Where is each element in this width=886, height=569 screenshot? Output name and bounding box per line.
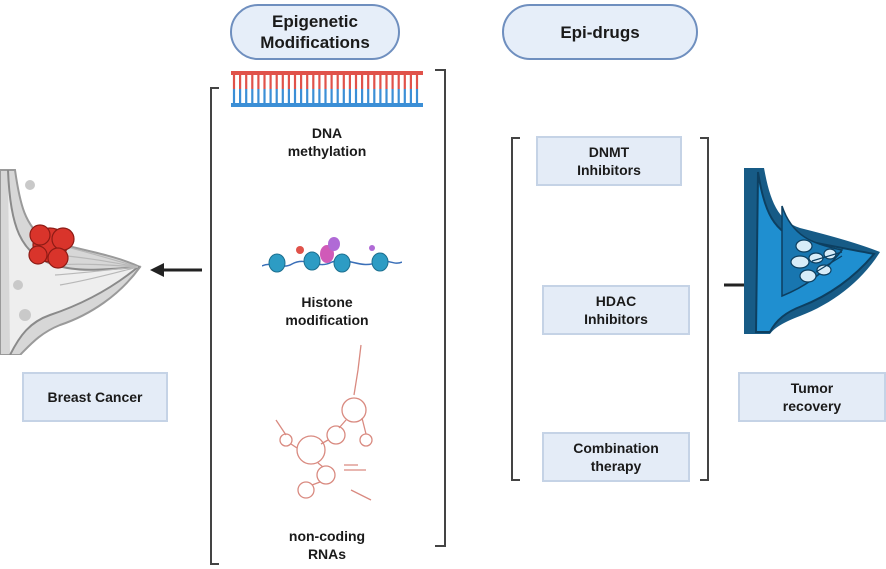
- histone-modification-label: Histone modification: [285, 294, 369, 328]
- rna-structure-icon: [275, 344, 373, 501]
- nucleosome-icon: [262, 237, 402, 273]
- left-arrow-icon: [150, 263, 202, 277]
- tumor-icon: [28, 224, 75, 269]
- recovered-breast-illustration: [744, 168, 880, 334]
- drugs-bracket: [511, 137, 709, 481]
- breast-cancer-label: Breast Cancer: [22, 372, 168, 422]
- dna-ladder-icon: [231, 71, 423, 107]
- hdac-inhibitors-box: HDAC Inhibitors: [542, 285, 690, 335]
- dna-methylation-label: DNA methylation: [287, 125, 367, 159]
- modifications-bracket: [210, 69, 446, 565]
- dnmt-inhibitors-box: DNMT Inhibitors: [536, 136, 682, 186]
- epigenetic-modifications-header: Epigenetic Modifications: [230, 4, 400, 60]
- breast-cancer-illustration: [0, 169, 142, 355]
- tumor-recovery-label: Tumor recovery: [738, 372, 886, 422]
- non-coding-rnas-label: non-coding RNAs: [288, 528, 366, 562]
- combination-therapy-box: Combination therapy: [542, 432, 690, 482]
- epi-drugs-header: Epi-drugs: [502, 4, 698, 60]
